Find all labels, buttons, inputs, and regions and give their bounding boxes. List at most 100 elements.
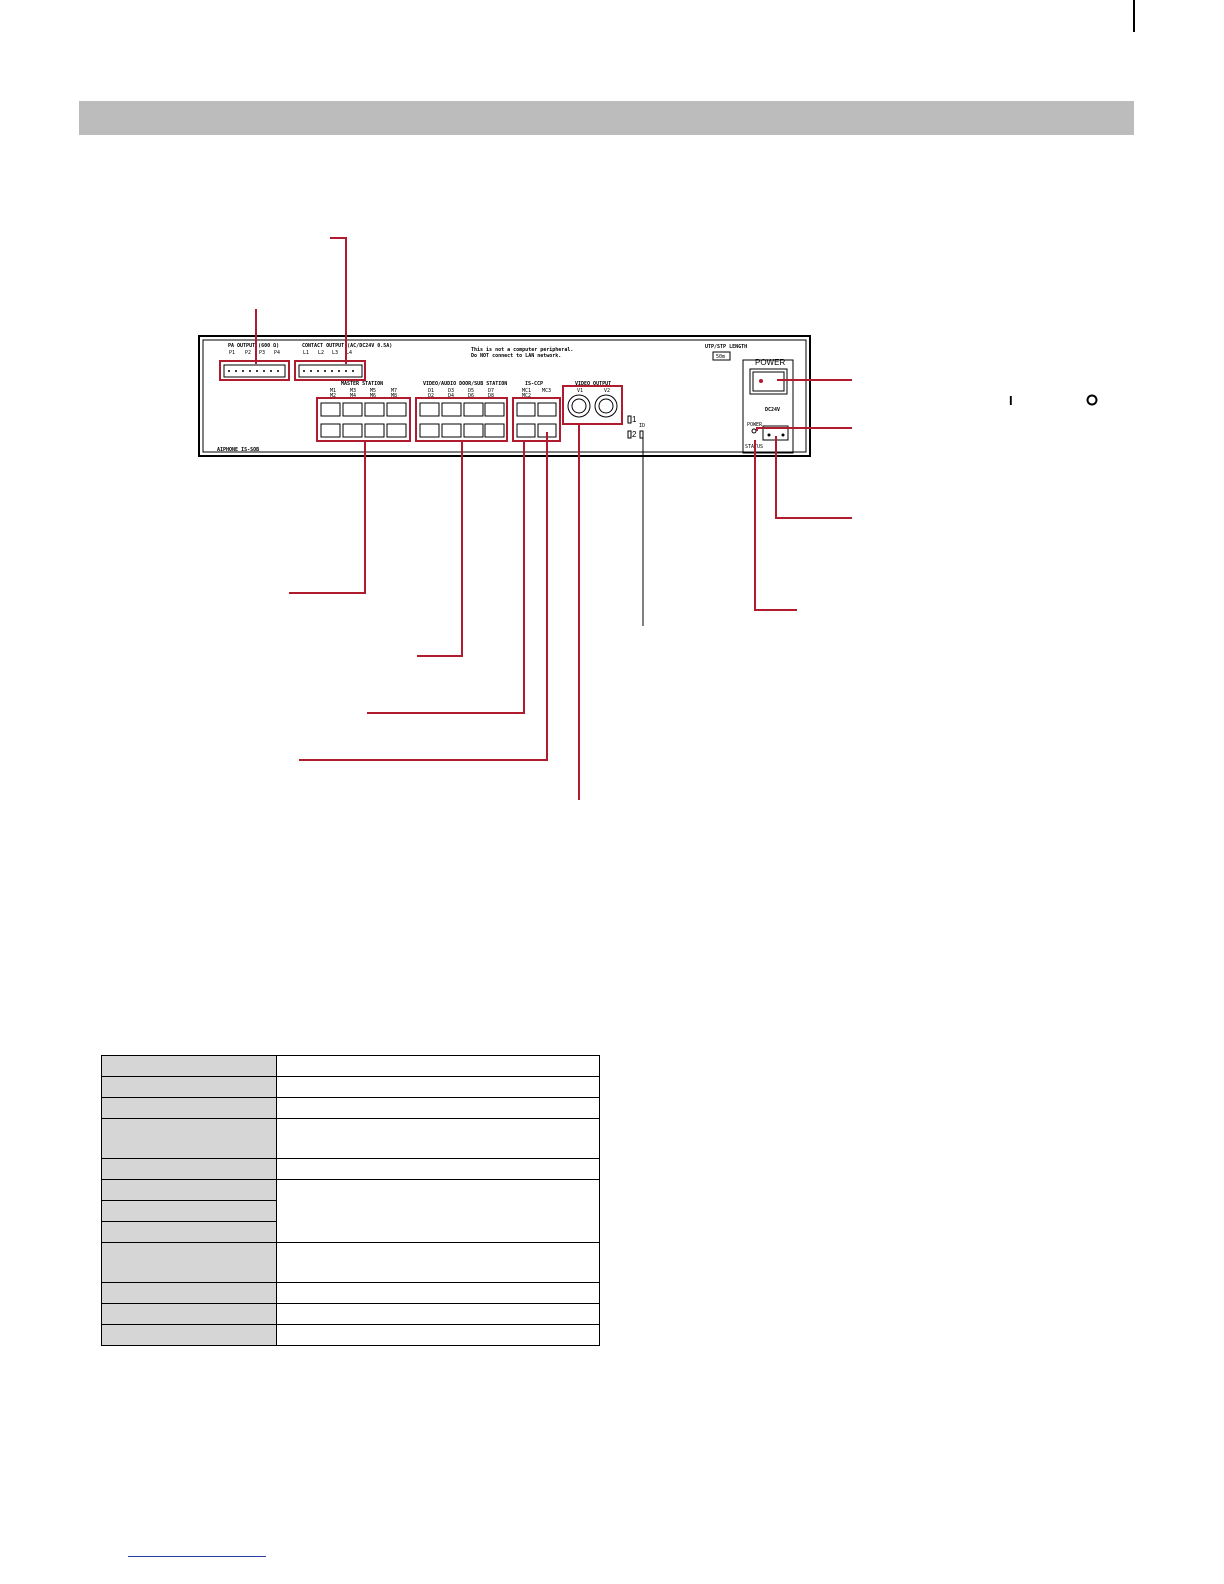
id-switch-2-toggle: [627, 430, 632, 439]
svg-text:L2: L2: [318, 350, 324, 356]
contact-terminal-screws: [303, 370, 354, 372]
svg-text:M4: M4: [350, 393, 356, 399]
contact-output-label: CONTACT OUTPUT (AC/DC24V 0.5A): [302, 343, 392, 349]
table-row: [101, 1055, 600, 1077]
svg-text:D6: D6: [468, 393, 474, 399]
switch-on-symbol: I: [1009, 393, 1013, 408]
contact-output-highlight: [294, 360, 366, 381]
callout-status-led: [754, 440, 797, 611]
is-ccp-ports: [516, 402, 557, 438]
power-led: [751, 428, 757, 434]
spec-table: [101, 1055, 600, 1346]
pa-output-highlight: [219, 360, 290, 381]
unit-inner-border: [202, 339, 807, 453]
power-led-label: POWER: [747, 422, 763, 428]
table-row: [101, 1242, 600, 1283]
contact-terminal-labels: L1 L2 L3 L4: [303, 350, 352, 356]
master-station-ports: [320, 402, 407, 438]
svg-text:L1: L1: [303, 350, 309, 356]
page-edge-bar: [1133, 0, 1135, 32]
callout-door-station: [417, 442, 463, 657]
ccp-port-mc3: MC3: [542, 388, 551, 394]
door-station-ports: [419, 402, 505, 438]
is-ccp-label: IS-CCP: [525, 381, 543, 387]
svg-text:P1: P1: [229, 350, 235, 356]
table-row: [101, 1179, 600, 1243]
table-row: [101, 1200, 600, 1222]
svg-text:D2: D2: [428, 393, 434, 399]
svg-text:M7: M7: [391, 388, 397, 394]
svg-text:D1: D1: [428, 388, 434, 394]
callout-contact-output: [330, 237, 347, 364]
notice-line-1: This is not a computer peripheral.: [471, 347, 573, 353]
callout-master-station: [289, 442, 366, 594]
door-port-labels: D1 D3 D5 D7 D2 D4 D6 D8: [428, 388, 494, 399]
power-section-frame: [742, 359, 794, 454]
power-switch-dot: [759, 379, 763, 383]
svg-text:M2: M2: [330, 393, 336, 399]
video-output-label: VIDEO OUTPUT: [575, 381, 611, 387]
svg-text:D3: D3: [448, 388, 454, 394]
svg-text:M6: M6: [370, 393, 376, 399]
ccp-port-mc1: MC1: [522, 388, 531, 394]
switch-off-symbol: [1086, 394, 1098, 406]
unit-chassis: [198, 335, 811, 457]
svg-text:M8: M8: [391, 393, 397, 399]
table-row: [101, 1118, 600, 1159]
table-row: [101, 1097, 600, 1119]
power-switch: [749, 368, 788, 395]
video-bnc-connectors: [567, 394, 618, 418]
callout-power-switch: [777, 379, 852, 381]
svg-text:D7: D7: [488, 388, 494, 394]
master-station-highlight: [316, 397, 411, 442]
id-switch-1-toggle: [627, 415, 632, 424]
svg-text:M3: M3: [350, 388, 356, 394]
utp-length-value: 50m: [716, 354, 725, 360]
table-row: [101, 1324, 600, 1346]
video-port-v1: V1: [577, 388, 583, 394]
svg-text:P4: P4: [274, 350, 280, 356]
svg-text:D5: D5: [468, 388, 474, 394]
svg-text:P2: P2: [245, 350, 251, 356]
pa-terminal-labels: P1 P2 P3 P4: [229, 350, 280, 356]
svg-text:D4: D4: [448, 393, 454, 399]
id-label: ID: [639, 423, 645, 429]
svg-text:L4: L4: [346, 350, 352, 356]
model-label: AIPHONE IS-SOB: [217, 447, 259, 453]
master-port-labels: M1 M3 M5 M7 M2 M4 M6 M8: [330, 388, 397, 399]
utp-length-label: UTP/STP LENGTH: [705, 344, 747, 350]
notice-line-2: Do NOT connect to LAN network.: [471, 353, 561, 359]
video-port-v2: V2: [604, 388, 610, 394]
id-switch-1: 1: [632, 415, 637, 424]
callout-ccp-upper: [367, 442, 525, 714]
door-station-highlight: [415, 397, 508, 442]
power-label: POWER: [755, 358, 785, 367]
svg-text:P3: P3: [259, 350, 265, 356]
utp-length-plate: [712, 351, 731, 361]
svg-text:M1: M1: [330, 388, 336, 394]
video-output-highlight: [562, 385, 623, 425]
footer-link-underline[interactable]: [128, 1556, 266, 1557]
pa-output-terminal: [223, 364, 286, 378]
table-row: [101, 1076, 600, 1098]
power-switch-inner: [752, 371, 785, 392]
id-switch-2: 2: [632, 430, 637, 439]
door-station-label: VIDEO/AUDIO DOOR/SUB STATION: [423, 381, 507, 387]
table-row: [101, 1158, 600, 1180]
pa-terminal-screws: [228, 370, 279, 372]
table-row: [101, 1282, 600, 1304]
master-station-label: MASTER STATION: [341, 381, 383, 387]
pa-output-label: PA OUTPUT (600 Ω): [228, 343, 279, 349]
svg-text:D8: D8: [488, 393, 494, 399]
id-switch-body: [639, 430, 644, 439]
rear-panel-diagram: .ln { stroke: #000; fill: none; stroke-w…: [198, 237, 1098, 800]
callout-power-led: [756, 427, 852, 431]
is-ccp-highlight: [512, 397, 561, 442]
svg-text:L3: L3: [332, 350, 338, 356]
contact-output-terminal: [298, 364, 363, 378]
ccp-port-mc2: MC2: [522, 393, 531, 399]
table-row: [101, 1303, 600, 1325]
section-heading-band: [79, 101, 1134, 135]
callout-ccp-lower: [299, 432, 548, 761]
svg-text:M5: M5: [370, 388, 376, 394]
